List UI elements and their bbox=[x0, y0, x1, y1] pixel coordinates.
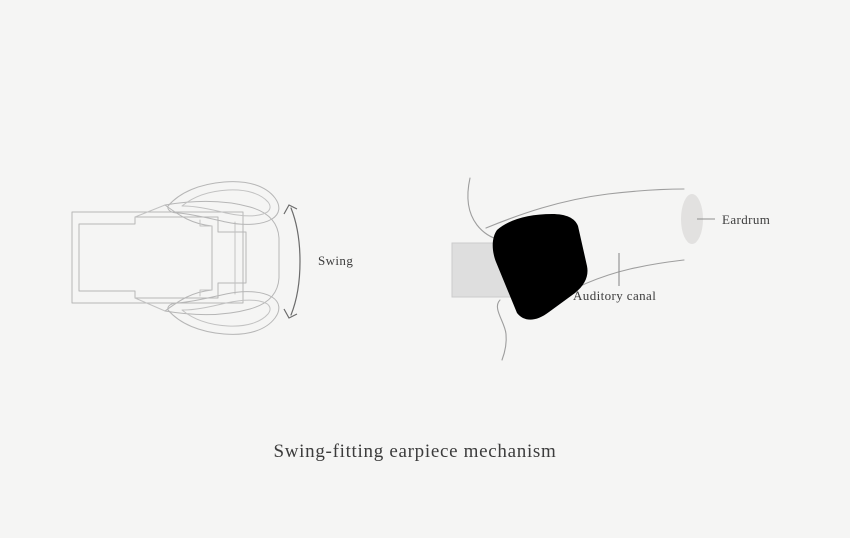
swing-arrow-arc bbox=[290, 207, 301, 316]
earpiece-inner-body bbox=[78, 216, 247, 299]
swing-arrow-head-top bbox=[283, 204, 298, 215]
swing-label: Swing bbox=[318, 253, 353, 268]
swing-arrow-head-bottom bbox=[283, 308, 298, 319]
earpiece-outer-housing bbox=[71, 211, 244, 304]
earpiece-upper-wing-inner bbox=[181, 189, 271, 217]
auditory-canal-label: Auditory canal bbox=[573, 288, 656, 303]
figure-caption: Swing-fitting earpiece mechanism bbox=[273, 441, 556, 462]
outer-ear-upper-contour bbox=[467, 177, 501, 241]
earpiece-notch-top bbox=[199, 219, 213, 227]
earpiece-upper-wing bbox=[167, 181, 280, 225]
left-earpiece-diagram: Swing bbox=[71, 181, 353, 335]
earpiece-lower-wing-inner bbox=[181, 299, 271, 327]
eardrum-membrane bbox=[681, 194, 703, 244]
auditory-canal-upper-wall bbox=[485, 188, 685, 229]
eardrum-label: Eardrum bbox=[722, 212, 770, 227]
earpiece-bevel-bottom bbox=[134, 297, 166, 312]
right-ear-diagram: Eardrum Auditory canal bbox=[451, 177, 770, 361]
earpiece-tip-inserted bbox=[492, 214, 588, 320]
earpiece-notch-bottom bbox=[199, 289, 213, 297]
earpiece-bevel-top bbox=[134, 204, 166, 218]
outer-ear-lower-contour bbox=[496, 299, 507, 361]
earpiece-lower-wing bbox=[167, 291, 280, 335]
